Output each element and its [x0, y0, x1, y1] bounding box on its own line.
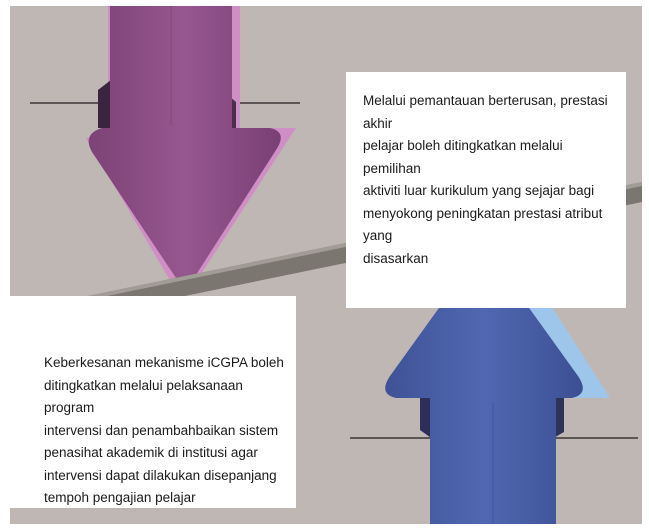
text-box-bottom-left: Keberkesanan mekanisme iCGPA boleh ditin… [10, 296, 296, 508]
diagram-canvas: Melalui pemantauan berterusan, prestasi … [10, 6, 642, 524]
down-arrow-body [88, 6, 281, 284]
down-arrow-icon [86, 6, 296, 294]
bottom-left-description: Keberkesanan mekanisme iCGPA boleh ditin… [44, 355, 284, 505]
text-box-top-right: Melalui pemantauan berterusan, prestasi … [346, 72, 626, 308]
up-arrow-body [385, 255, 583, 524]
top-right-description: Melalui pemantauan berterusan, prestasi … [363, 93, 608, 266]
down-arrow-fold [98, 80, 111, 128]
